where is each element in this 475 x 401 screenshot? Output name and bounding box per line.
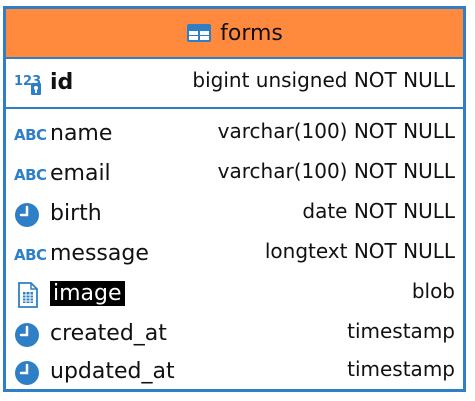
column-type: timestamp: [347, 357, 455, 381]
table-header[interactable]: forms: [6, 9, 463, 59]
table-entity-forms[interactable]: forms 123 id bigint unsigned NOT NULL AB…: [3, 6, 466, 392]
column-row-message[interactable]: ABC message longtext NOT NULL: [6, 234, 463, 274]
column-name: updated_at: [50, 359, 175, 384]
text-abc-icon: ABC: [14, 166, 47, 184]
clock-icon: [15, 361, 39, 385]
selected-column-name: image: [50, 281, 125, 306]
column-name: email: [50, 161, 111, 186]
column-type: timestamp: [347, 319, 455, 343]
column-row-email[interactable]: ABC email varchar(100) NOT NULL: [6, 154, 463, 194]
column-type: bigint unsigned NOT NULL: [192, 68, 455, 92]
column-row-updated-at[interactable]: updated_at timestamp: [6, 352, 463, 392]
file-icon: [18, 282, 38, 308]
column-row-birth[interactable]: birth date NOT NULL: [6, 194, 463, 234]
primary-key-section: 123 id bigint unsigned NOT NULL: [6, 59, 463, 109]
table-icon: [187, 24, 212, 42]
table-title: forms: [220, 20, 283, 46]
column-type: varchar(100) NOT NULL: [217, 119, 455, 143]
column-row-id[interactable]: 123 id bigint unsigned NOT NULL: [6, 63, 463, 103]
column-name: name: [50, 121, 113, 146]
column-type: date NOT NULL: [302, 199, 455, 223]
clock-icon: [15, 323, 39, 347]
column-type: longtext NOT NULL: [264, 239, 455, 263]
column-name: image: [50, 280, 125, 308]
column-name: created_at: [50, 321, 167, 346]
column-row-name[interactable]: ABC name varchar(100) NOT NULL: [6, 114, 463, 154]
text-abc-icon: ABC: [14, 126, 47, 144]
column-name: birth: [50, 201, 102, 226]
column-type: varchar(100) NOT NULL: [217, 159, 455, 183]
column-row-image[interactable]: image blob: [6, 274, 463, 314]
column-row-created-at[interactable]: created_at timestamp: [6, 314, 463, 354]
clock-icon: [15, 203, 39, 227]
column-type: blob: [411, 279, 455, 303]
numeric-key-icon: 123: [14, 74, 41, 95]
column-name: message: [50, 241, 149, 266]
column-name: id: [50, 70, 74, 95]
text-abc-icon: ABC: [14, 246, 47, 264]
